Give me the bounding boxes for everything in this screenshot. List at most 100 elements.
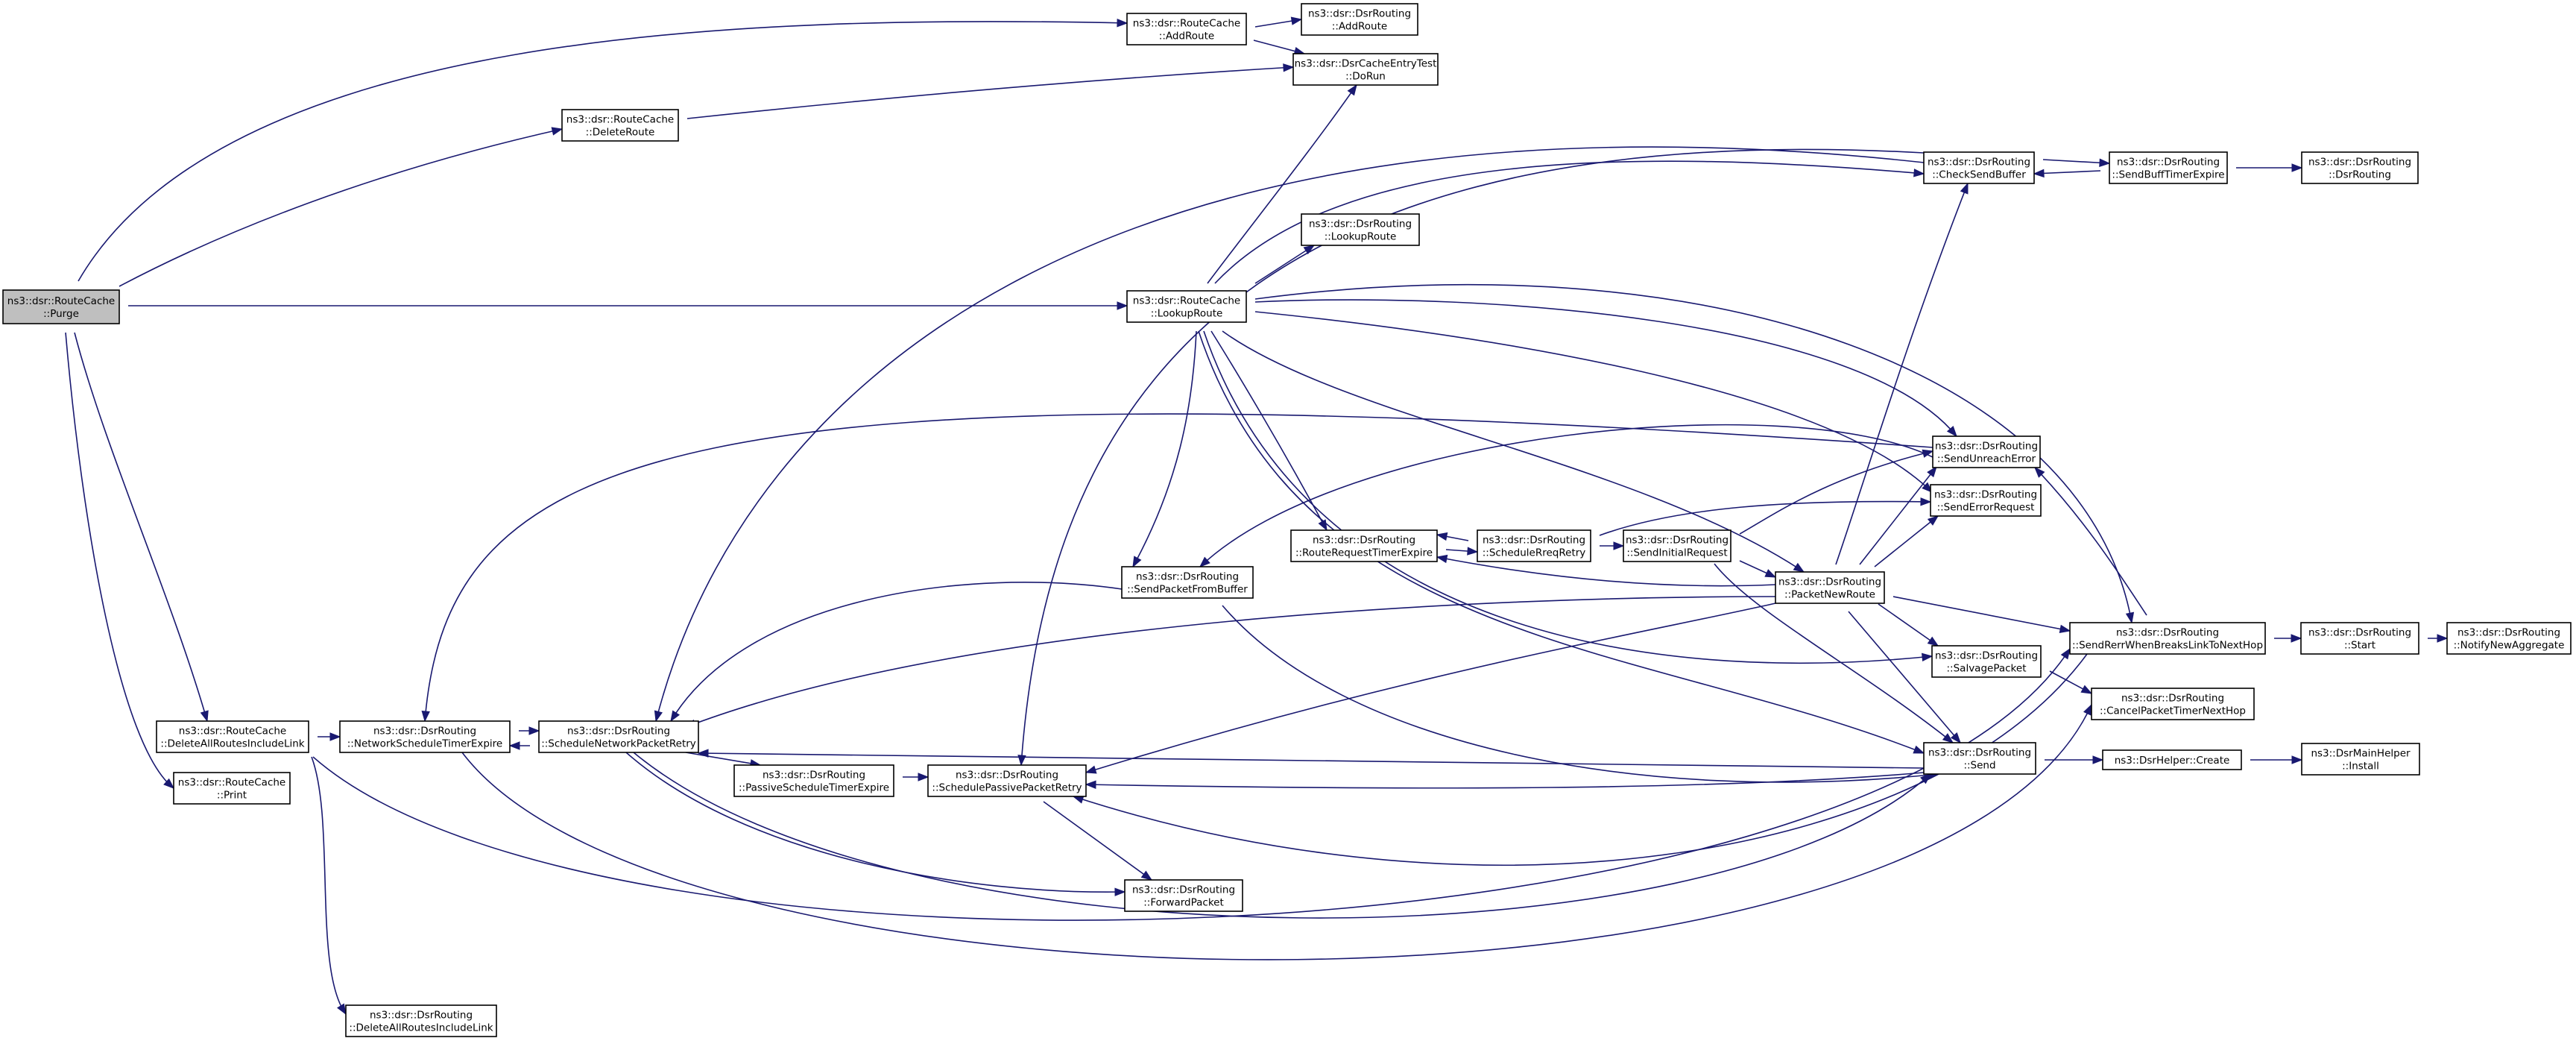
node-label-salvagepacket: ::SalvagePacket [1947, 663, 2027, 675]
edge-sendunreacherror-to-sendrerr [2034, 467, 2147, 616]
node-label-dorun: ns3::dsr::DsrCacheEntryTest [1295, 58, 1437, 70]
node-box-passivescheduletimerexpire [733, 764, 894, 797]
node-box-routerequesttimerexpire [1290, 529, 1438, 562]
node-box-addroute [1126, 13, 1247, 45]
arrowhead-routerequesttimerexpire [1467, 547, 1479, 556]
node-forwardpacket[interactable]: ns3::dsr::DsrRouting::ForwardPacket [1124, 879, 1243, 912]
edge-cancelpackettimer-to-networkscheduletimerexpire [461, 704, 2092, 960]
node-label-forwardpacket: ns3::dsr::DsrRouting [1132, 884, 1235, 896]
node-box-cancelpackettimer [2091, 688, 2255, 720]
node-purge[interactable]: ns3::dsr::RouteCache::Purge [2, 289, 120, 324]
node-label-schedulerreqretry: ns3::dsr::DsrRouting [1483, 535, 1585, 547]
node-label-senderrorrequest: ::SendErrorRequest [1937, 502, 2035, 514]
arrowhead-packetnewroute [1960, 182, 1969, 195]
node-start[interactable]: ns3::dsr::DsrRouting::Start [2300, 622, 2419, 655]
node-label-deleteallroutes: ns3::dsr::RouteCache [179, 726, 286, 737]
node-routerequesttimerexpire[interactable]: ns3::dsr::DsrRouting::RouteRequestTimerE… [1290, 529, 1438, 562]
node-passivescheduletimerexpire[interactable]: ns3::dsr::DsrRouting::PassiveScheduleTim… [733, 764, 894, 797]
arrowhead-sendinitialrequest [1764, 569, 1777, 578]
arrowhead-packetnewroute [1436, 554, 1448, 564]
node-schedulerreqretry[interactable]: ns3::dsr::DsrRouting::ScheduleRreqRetry [1477, 529, 1591, 562]
node-dsrhelper_create[interactable]: ns3::DsrHelper::Create [2102, 749, 2242, 770]
node-networkscheduletimerexpire[interactable]: ns3::dsr::DsrRouting::NetworkScheduleTim… [339, 720, 511, 753]
arrowhead-schedulenetworkpacketretry [1114, 887, 1126, 896]
node-notifynewaggregate[interactable]: ns3::dsr::DsrRouting::NotifyNewAggregate [2446, 622, 2572, 655]
arrowhead-lookuproute [1347, 84, 1357, 96]
arrowhead-purge [1117, 301, 1128, 310]
node-dsrrouting_ctor[interactable]: ns3::dsr::DsrRouting::DsrRouting [2301, 151, 2419, 184]
node-label-lookuproute: ns3::dsr::RouteCache [1133, 295, 1240, 307]
node-box-networkscheduletimerexpire [339, 720, 511, 753]
edge-senderrorrequest-to-lookuproute [1254, 311, 1933, 493]
node-label-lookuproute: ::LookupRoute [1151, 308, 1223, 320]
node-deleteroute[interactable]: ns3::dsr::RouteCache::DeleteRoute [561, 109, 679, 142]
arrowhead-packetnewroute [1927, 465, 1937, 478]
node-schedulepassivepacketretry[interactable]: ns3::dsr::DsrRouting::SchedulePassivePac… [927, 764, 1087, 797]
edge-sendpacketfrombuffer-to-lookuproute [1132, 330, 1197, 567]
edge-forwardpacket-to-schedulepassivepacketretry [1043, 801, 1152, 881]
arrowhead-sendrerr [2291, 634, 2302, 643]
node-label-print: ::Print [217, 790, 247, 802]
node-box-lookuproute [1126, 290, 1247, 323]
arrowhead-purge [200, 710, 209, 723]
node-dsr_lookuproute[interactable]: ns3::dsr::DsrRouting::LookupRoute [1301, 213, 1420, 246]
edge-salvagepacket-to-packetnewroute [1878, 603, 1939, 647]
edge-sendpacketfrombuffer-to-sendunreacherror [1199, 424, 1933, 567]
node-deleteallroutes[interactable]: ns3::dsr::RouteCache::DeleteAllRoutesInc… [156, 720, 309, 753]
node-salvagepacket[interactable]: ns3::dsr::DsrRouting::SalvagePacket [1931, 645, 2042, 678]
node-dsr_deleteallroutes[interactable]: ns3::dsr::DsrRouting::DeleteAllRoutesInc… [345, 1004, 497, 1037]
node-label-dsrmainhelper_install: ::Install [2342, 761, 2379, 773]
node-lookuproute[interactable]: ns3::dsr::RouteCache::LookupRoute [1126, 290, 1247, 323]
edge-passivescheduletimerexpire-to-schedulenetworkpacketretry [685, 752, 761, 766]
node-box-deleteroute [561, 109, 679, 142]
node-label-start: ::Start [2344, 640, 2375, 652]
node-label-packetnewroute: ns3::dsr::DsrRouting [1778, 576, 1881, 588]
node-dsrmainhelper_install[interactable]: ns3::DsrMainHelper::Install [2301, 743, 2420, 776]
node-box-salvagepacket [1931, 645, 2042, 678]
node-label-schedulerreqretry: ::ScheduleRreqRetry [1483, 547, 1586, 559]
edge-send-to-schedulenetworkpacketretry [633, 752, 1931, 919]
node-print[interactable]: ns3::dsr::RouteCache::Print [173, 772, 291, 805]
edge-send-to-packetnewroute [1848, 611, 1961, 743]
edge-addroute-to-purge [78, 21, 1128, 282]
node-sendinitialrequest[interactable]: ns3::dsr::DsrRouting::SendInitialRequest [1623, 529, 1731, 562]
node-label-checksendbuffer: ns3::dsr::DsrRouting [1928, 157, 2030, 169]
arrowhead-sendbufftimerexpire [2291, 163, 2303, 172]
node-schedulenetworkpacketretry[interactable]: ns3::dsr::DsrRouting::ScheduleNetworkPac… [538, 720, 699, 753]
arrowhead-sendinitialrequest [1922, 449, 1934, 458]
node-label-senderrorrequest: ns3::dsr::DsrRouting [1934, 489, 2037, 501]
node-dorun[interactable]: ns3::dsr::DsrCacheEntryTest::DoRun [1292, 53, 1439, 86]
arrowhead-lookuproute [1913, 169, 1925, 177]
arrowhead-checksendbuffer [1017, 755, 1026, 767]
node-label-passivescheduletimerexpire: ::PassiveScheduleTimerExpire [739, 782, 889, 794]
node-label-packetnewroute: ::PacketNewRoute [1784, 589, 1875, 601]
arrowhead-checksendbuffer [654, 710, 663, 723]
call-graph-edges [65, 16, 2449, 1016]
node-label-dsr_addroute: ns3::dsr::DsrRouting [1308, 8, 1411, 20]
arrowhead-lookuproute [1303, 245, 1316, 255]
arrowhead-sendrerr [2034, 466, 2045, 478]
edge-send-to-lookuproute [1198, 330, 1925, 754]
arrowhead-lookuproute [2125, 611, 2135, 624]
arrowhead-networkscheduletimerexpire [2083, 703, 2092, 716]
node-label-schedulenetworkpacketretry: ::ScheduleNetworkPacketRetry [541, 738, 696, 750]
node-checksendbuffer[interactable]: ns3::dsr::DsrRouting::CheckSendBuffer [1923, 151, 2035, 184]
node-box-schedulepassivepacketretry [927, 764, 1087, 797]
node-cancelpackettimer[interactable]: ns3::dsr::DsrRouting::CancelPacketTimerN… [2091, 688, 2255, 720]
node-send[interactable]: ns3::dsr::DsrRouting::Send [1923, 742, 2036, 775]
node-senderrorrequest[interactable]: ns3::dsr::DsrRouting::SendErrorRequest [1930, 484, 2042, 517]
node-sendbufftimerexpire[interactable]: ns3::dsr::DsrRouting::SendBuffTimerExpir… [2109, 151, 2228, 184]
node-box-packetnewroute [1775, 571, 1885, 604]
node-sendunreacherror[interactable]: ns3::dsr::DsrRouting::SendUnreachError [1932, 435, 2041, 468]
node-packetnewroute[interactable]: ns3::dsr::DsrRouting::PacketNewRoute [1775, 571, 1885, 604]
node-sendpacketfrombuffer[interactable]: ns3::dsr::DsrRouting::SendPacketFromBuff… [1121, 566, 1254, 599]
arrowhead-schedulerreqretry [1613, 541, 1625, 550]
node-dsr_addroute[interactable]: ns3::dsr::DsrRouting::AddRoute [1301, 3, 1418, 36]
node-label-sendunreacherror: ::SendUnreachError [1937, 453, 2036, 465]
arrowhead-lookuproute [1922, 652, 1933, 662]
arrowhead-lookuproute [1946, 426, 1957, 438]
arrowhead-sendunreacherror [1199, 556, 1210, 567]
node-sendrerr[interactable]: ns3::dsr::DsrRouting::SendRerrWhenBreaks… [2069, 622, 2266, 655]
node-addroute[interactable]: ns3::dsr::RouteCache::AddRoute [1126, 13, 1247, 45]
